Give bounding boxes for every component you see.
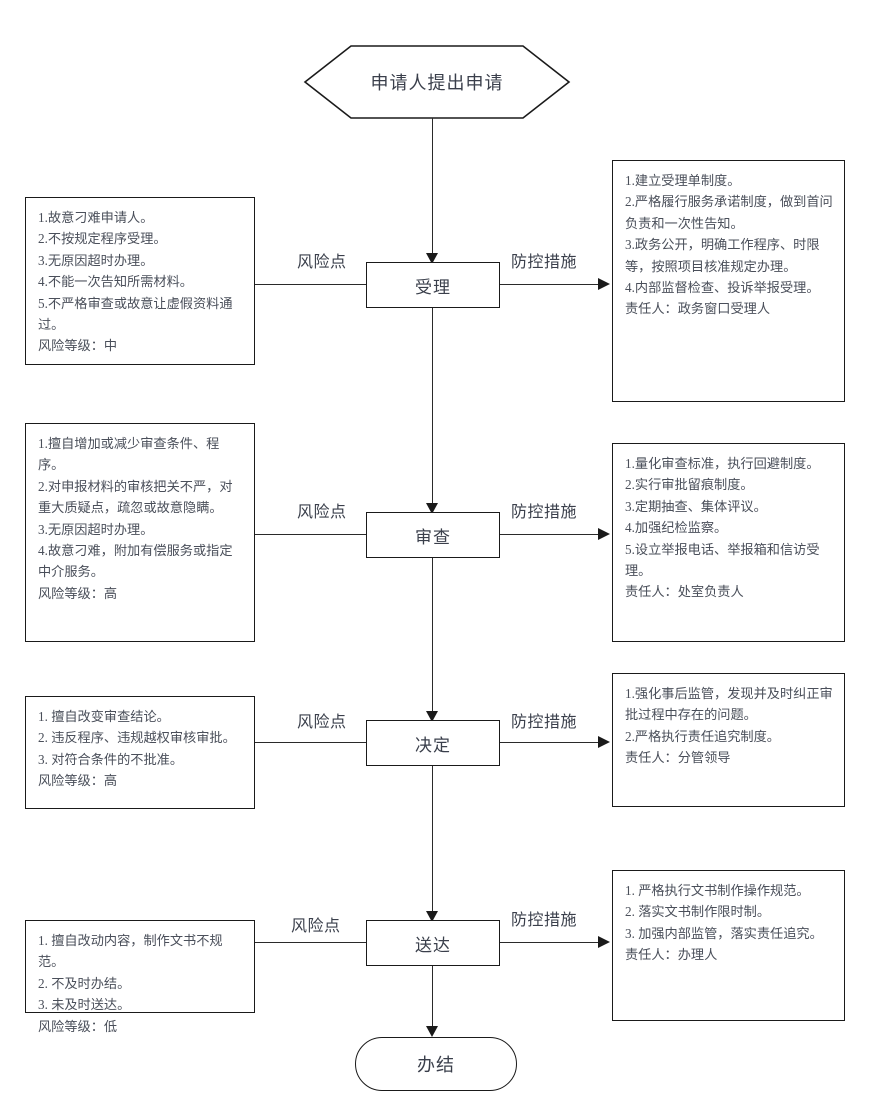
measure-box-shencha: 1.量化审查标准，执行回避制度。 2.实行审批留痕制度。 3.定期抽查、集体评议… <box>612 443 845 642</box>
risk-line: 3. 未及时送达。 <box>38 997 131 1013</box>
risk-level-line: 风险等级：低 <box>38 1018 118 1034</box>
measure-line: 1.强化事后监管，发现并及时纠正审批过程中存在的问题。 <box>625 686 833 723</box>
arrowhead-shencha-to-jueding <box>426 711 438 722</box>
risk-box-jueding: 1. 擅自改变审查结论。 2. 违反程序、违规越权审核审批。 3. 对符合条件的… <box>25 696 255 809</box>
arrowhead-shouli-to-shencha <box>426 503 438 514</box>
edge-label-shencha-risk: 风险点 <box>295 498 349 522</box>
process-box-shencha[interactable]: 审查 <box>366 512 500 558</box>
measure-line: 2.实行审批留痕制度。 <box>625 477 754 493</box>
edge-label-shouli-risk: 风险点 <box>295 248 349 272</box>
risk-line: 2.对申报材料的审核把关不严，对重大质疑点，疏忽或故意隐瞒。 <box>38 478 233 516</box>
start-terminal-hexagon: 申请人提出申请 <box>303 44 571 120</box>
process-box-songda[interactable]: 送达 <box>366 920 500 966</box>
measure-line: 4.内部监督检查、投诉举报受理。 <box>625 279 820 295</box>
edge-label-shouli-measure: 防控措施 <box>509 248 580 272</box>
edge-label-songda-measure: 防控措施 <box>509 906 580 930</box>
risk-line: 3. 对符合条件的不批准。 <box>38 751 184 767</box>
risk-line: 2. 违反程序、违规越权审核审批。 <box>38 730 236 746</box>
risk-box-shouli: 1.故意刁难申请人。 2.不按规定程序受理。 3.无原因超时办理。 4.不能一次… <box>25 197 255 365</box>
arrowhead-start-to-shouli <box>426 253 438 264</box>
risk-line: 2. 不及时办结。 <box>38 975 131 991</box>
measure-line: 5.设立举报电话、举报箱和信访受理。 <box>625 541 820 578</box>
risk-box-songda: 1. 擅自改动内容，制作文书不规范。 2. 不及时办结。 3. 未及时送达。 风… <box>25 920 255 1034</box>
end-terminal-label: 办结 <box>355 1037 517 1091</box>
measure-line: 3.政务公开，明确工作程序、时限等，按照项目核准规定办理。 <box>625 237 820 274</box>
risk-box-shencha: 1.擅自增加或减少审查条件、程序。 2.对申报材料的审核把关不严，对重大质疑点，… <box>25 423 255 642</box>
connector-jueding-measure <box>500 742 600 744</box>
risk-level-line: 风险等级：高 <box>38 585 118 601</box>
measure-line: 1. 严格执行文书制作操作规范。 <box>625 883 810 898</box>
risk-level-line: 风险等级：中 <box>38 338 118 354</box>
connector-shouli-to-shencha <box>432 308 434 514</box>
connector-jueding-to-songda <box>432 766 434 922</box>
edge-label-songda-risk: 风险点 <box>289 912 343 936</box>
arrowhead-shencha-measure <box>598 528 610 540</box>
hexagon-shape <box>303 45 571 119</box>
measure-box-shouli: 1.建立受理单制度。 2.严格履行服务承诺制度，做到首问负责和一次性告知。 3.… <box>612 160 845 402</box>
risk-line: 4.故意刁难，附加有偿服务或指定中介服务。 <box>38 542 233 580</box>
risk-line: 5.不严格审查或故意让虚假资料通过。 <box>38 295 233 332</box>
risk-line: 2.不按规定程序受理。 <box>38 231 167 247</box>
connector-jueding-risk <box>160 742 368 744</box>
risk-level-line: 风险等级：高 <box>38 773 118 789</box>
arrowhead-shouli-measure <box>598 278 610 290</box>
connector-shencha-to-jueding <box>432 558 434 722</box>
arrowhead-jueding-measure <box>598 736 610 748</box>
arrowhead-songda-to-end <box>426 1026 438 1037</box>
edge-label-shencha-measure: 防控措施 <box>509 498 580 522</box>
process-box-jueding[interactable]: 决定 <box>366 720 500 766</box>
risk-line: 3.无原因超时办理。 <box>38 521 154 537</box>
measure-line: 4.加强纪检监察。 <box>625 520 728 536</box>
connector-start-to-shouli <box>432 118 434 264</box>
risk-line: 4.不能一次告知所需材料。 <box>38 274 193 290</box>
measure-line: 3. 加强内部监管，落实责任追究。 <box>625 925 823 941</box>
connector-shouli-risk <box>160 284 368 286</box>
connector-songda-to-end <box>432 966 434 1034</box>
connector-songda-risk <box>160 942 368 944</box>
risk-line: 3.无原因超时办理。 <box>38 252 154 268</box>
start-terminal-label: 申请人提出申请 <box>370 73 504 93</box>
arrowhead-jueding-to-songda <box>426 911 438 922</box>
responsible-line: 责任人：处室负责人 <box>625 584 744 600</box>
arrowhead-songda-measure <box>598 936 610 948</box>
measure-line: 3.定期抽查、集体评议。 <box>625 498 767 514</box>
measure-line: 2.严格履行服务承诺制度，做到首问负责和一次性告知。 <box>625 194 833 231</box>
connector-shencha-risk <box>160 534 368 536</box>
end-terminal: 办结 <box>355 1037 517 1091</box>
measure-line: 2.严格执行责任追究制度。 <box>625 728 780 744</box>
measure-line: 1.量化审查标准，执行回避制度。 <box>625 456 820 471</box>
connector-shencha-measure <box>500 534 600 536</box>
risk-line: 1. 擅自改动内容，制作文书不规范。 <box>38 933 223 970</box>
measure-line: 2. 落实文书制作限时制。 <box>625 904 771 920</box>
responsible-line: 责任人：政务窗口受理人 <box>625 301 771 317</box>
edge-label-jueding-risk: 风险点 <box>295 708 349 732</box>
risk-line: 1.故意刁难申请人。 <box>38 210 154 225</box>
measure-box-jueding: 1.强化事后监管，发现并及时纠正审批过程中存在的问题。 2.严格执行责任追究制度… <box>612 673 845 807</box>
responsible-line: 责任人：分管领导 <box>625 750 731 766</box>
risk-line: 1.擅自增加或减少审查条件、程序。 <box>38 436 220 473</box>
process-box-shouli[interactable]: 受理 <box>366 262 500 308</box>
connector-shouli-measure <box>500 284 600 286</box>
connector-songda-measure <box>500 942 600 944</box>
measure-box-songda: 1. 严格执行文书制作操作规范。 2. 落实文书制作限时制。 3. 加强内部监管… <box>612 870 845 1021</box>
responsible-line: 责任人：办理人 <box>625 947 718 963</box>
edge-label-jueding-measure: 防控措施 <box>509 708 580 732</box>
measure-line: 1.建立受理单制度。 <box>625 173 741 188</box>
risk-line: 1. 擅自改变审查结论。 <box>38 709 170 724</box>
